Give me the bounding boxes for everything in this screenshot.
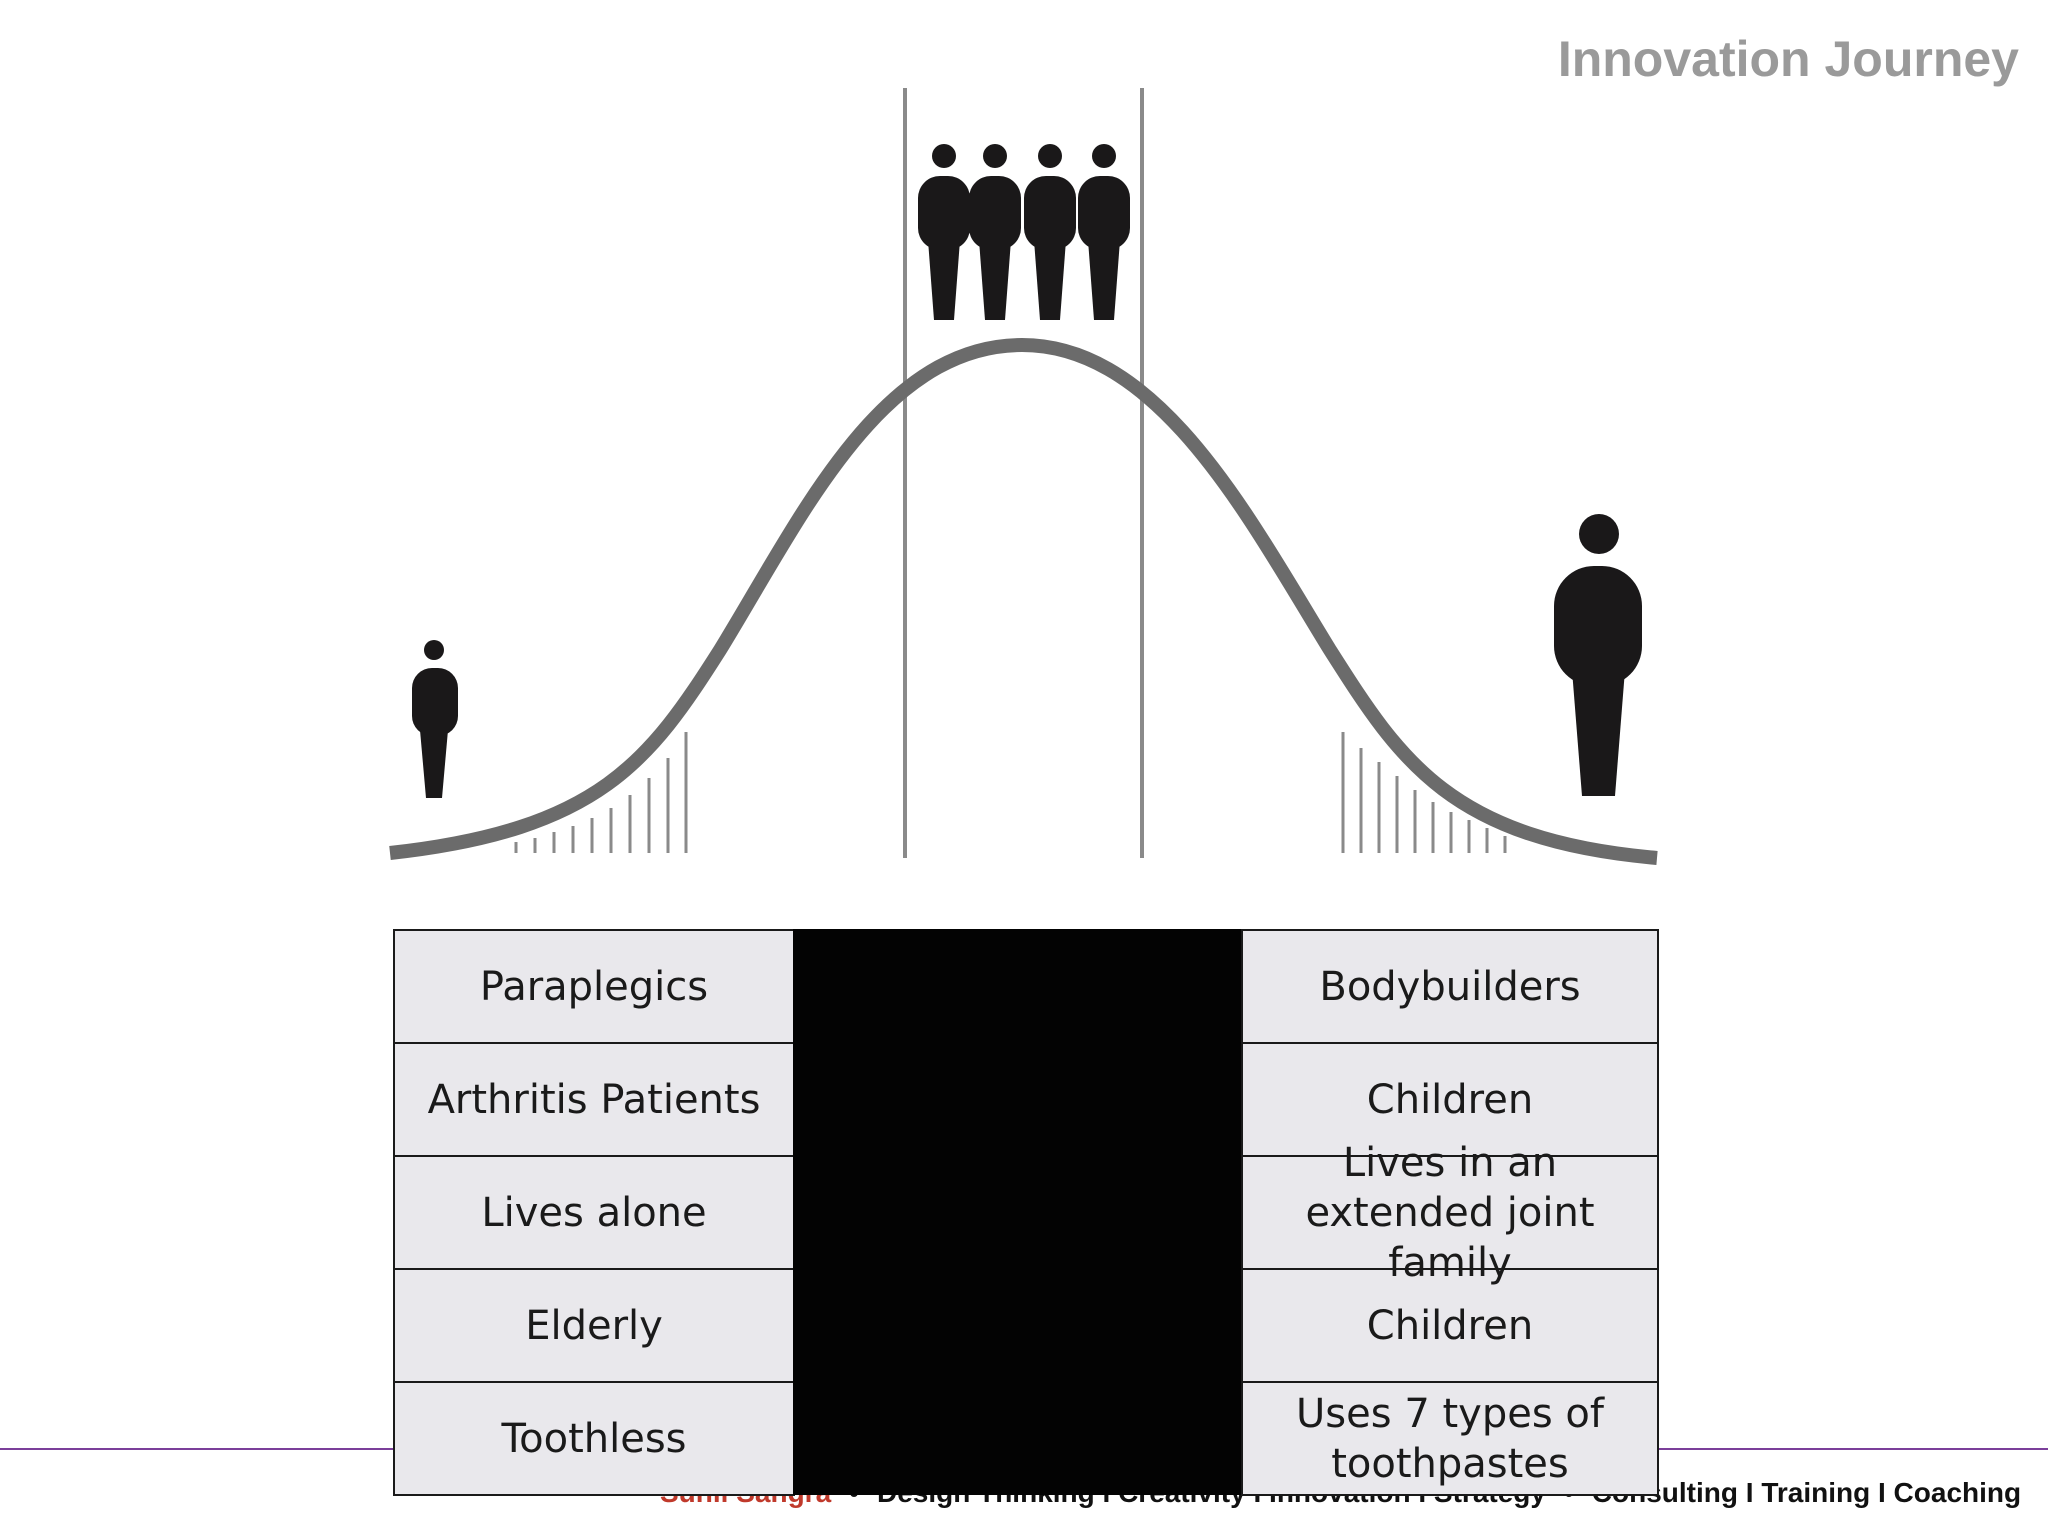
person-icon-middle-2 [969,144,1021,320]
footer-services: Consulting I Training I Coaching [1591,1477,2022,1508]
hatch-right [1341,732,1507,853]
left-segment-cell: Arthritis Patients [395,1044,793,1157]
segment-table: Paraplegics Arthritis Patients Lives alo… [393,929,1659,1496]
right-segment-cell: Bodybuilders [1243,931,1657,1044]
bell-curve-diagram [389,88,1658,865]
left-segment-cell: Paraplegics [395,931,793,1044]
left-segment-cell: Toothless [395,1383,793,1496]
right-segment-cell: Children [1243,1044,1657,1157]
hatch-left [514,732,688,853]
bell-curve [389,337,1658,865]
slide-title: Innovation Journey [1557,31,2019,87]
middle-segment-block [793,929,1241,1495]
right-segment-cell: Children [1243,1270,1657,1383]
right-segment-column: Bodybuilders Children Lives in an extend… [1241,929,1659,1496]
left-segment-cell: Elderly [395,1270,793,1383]
person-icon-right [1554,514,1642,796]
left-segment-cell: Lives alone [395,1157,793,1270]
person-icon-left [412,640,458,798]
person-icon-middle-1 [918,144,970,320]
right-segment-cell: Uses 7 types of toothpastes [1243,1383,1657,1496]
person-group-middle [918,144,1130,320]
left-segment-column: Paraplegics Arthritis Patients Lives alo… [393,929,795,1496]
person-icon-middle-4 [1078,144,1130,320]
right-segment-cell: Lives in an extended joint family [1243,1140,1657,1286]
person-icon-middle-3 [1024,144,1076,320]
